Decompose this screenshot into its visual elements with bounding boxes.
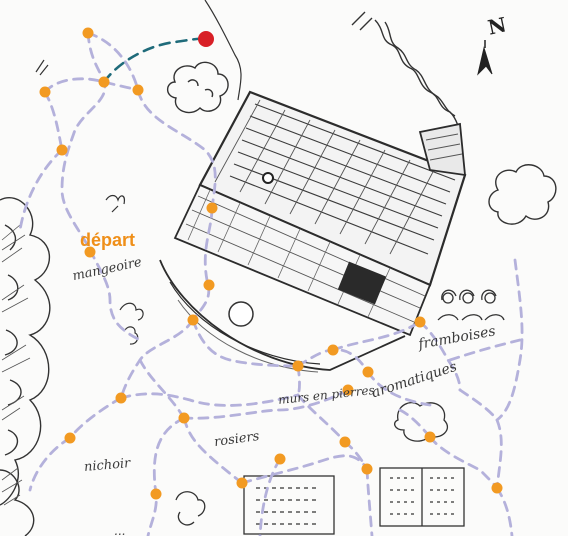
compass-arrow [477, 40, 493, 76]
vine-top-right [351, 11, 461, 133]
left-tree-cluster [0, 197, 51, 536]
end-point [198, 31, 214, 47]
waypoints [39, 27, 503, 500]
route-segment [102, 37, 208, 84]
bush-top [166, 61, 229, 114]
raspberry-bushes [437, 289, 505, 321]
birds [105, 194, 144, 345]
left-tree-hatching [1, 224, 31, 506]
vegetable-beds [175, 467, 465, 535]
top-edge-sketch [35, 0, 242, 101]
bottom-cut-label: ... [114, 524, 126, 536]
start-label: départ [80, 230, 136, 250]
herb-bush [393, 402, 449, 442]
bush-right [488, 164, 557, 225]
house [159, 90, 467, 373]
